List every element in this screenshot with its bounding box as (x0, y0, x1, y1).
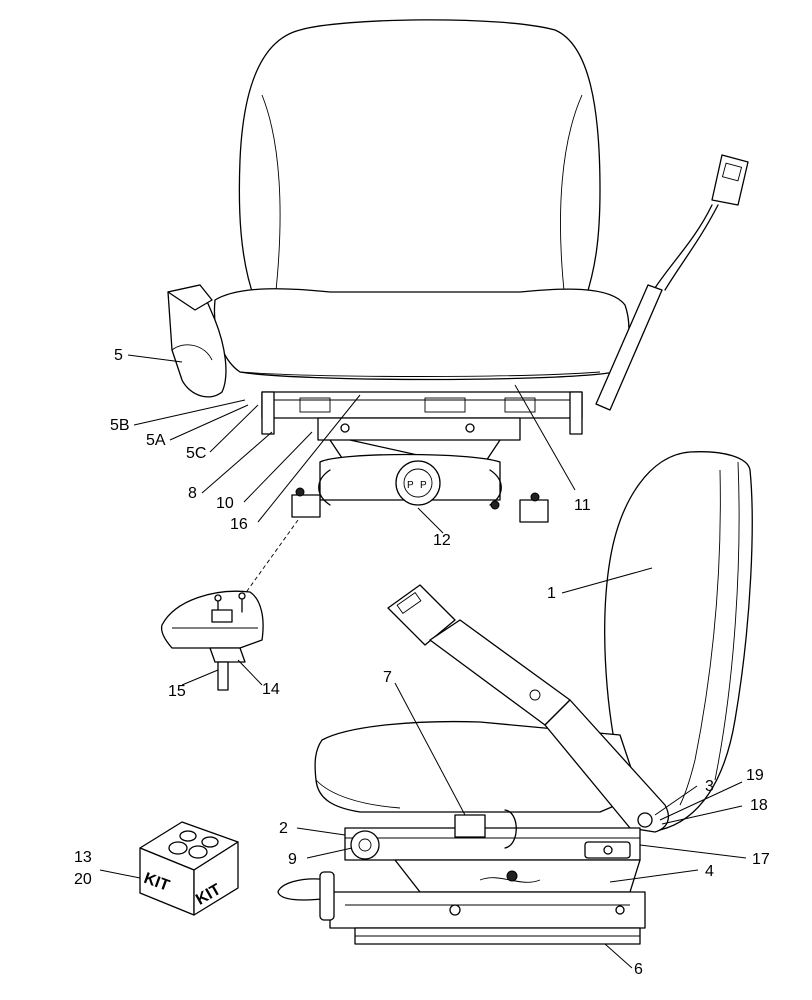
side-backrest (604, 451, 753, 831)
callout-11: 11 (574, 497, 591, 514)
callout-6: 6 (634, 961, 643, 978)
top-backrest (238, 19, 601, 301)
callout-4: 4 (705, 863, 714, 880)
callout-10: 10 (216, 495, 234, 512)
callout-2: 2 (279, 820, 288, 837)
pin-15 (217, 661, 229, 691)
callout-20: 20 (74, 871, 92, 888)
callout-15: 15 (168, 683, 186, 700)
bracket-detail (160, 519, 299, 691)
weight-adjust-knob-12 (395, 460, 441, 506)
callout-16: 16 (230, 516, 248, 533)
top-seat-belt-buckle (711, 154, 749, 206)
callout-13: 13 (74, 849, 92, 866)
pivot-9 (350, 830, 380, 860)
callout-labels: 1 2 3 4 5 5B 5A 5C 6 7 8 9 10 11 12 13 1… (74, 347, 770, 978)
top-seat-assembly: P P (167, 19, 749, 523)
kit-box-13-20: KIT KIT (139, 821, 239, 916)
svg-text:P: P (420, 480, 427, 491)
callout-5B: 5B (110, 417, 130, 434)
callout-5: 5 (114, 347, 123, 364)
lever-handle (277, 878, 331, 901)
callout-5C: 5C (186, 445, 206, 462)
callout-12: 12 (433, 532, 451, 549)
callout-7: 7 (383, 669, 392, 686)
kit-box-right-face (193, 841, 239, 916)
callout-14: 14 (262, 681, 280, 698)
leader-lines (99, 354, 747, 969)
callout-18: 18 (750, 797, 768, 814)
callout-5A: 5A (146, 432, 166, 449)
top-cushion (213, 288, 630, 381)
callout-3: 3 (705, 778, 714, 795)
callout-8: 8 (188, 485, 197, 502)
callout-9: 9 (288, 851, 297, 868)
callout-19: 19 (746, 767, 764, 784)
bottom-seat-assembly (277, 451, 753, 945)
side-cushion (314, 720, 641, 813)
callout-1: 1 (547, 585, 556, 602)
top-base-frame (261, 391, 583, 419)
svg-text:P: P (407, 480, 414, 491)
slide-rail (329, 891, 646, 929)
callout-17: 17 (752, 851, 770, 868)
side-bolster-5 (167, 284, 227, 398)
